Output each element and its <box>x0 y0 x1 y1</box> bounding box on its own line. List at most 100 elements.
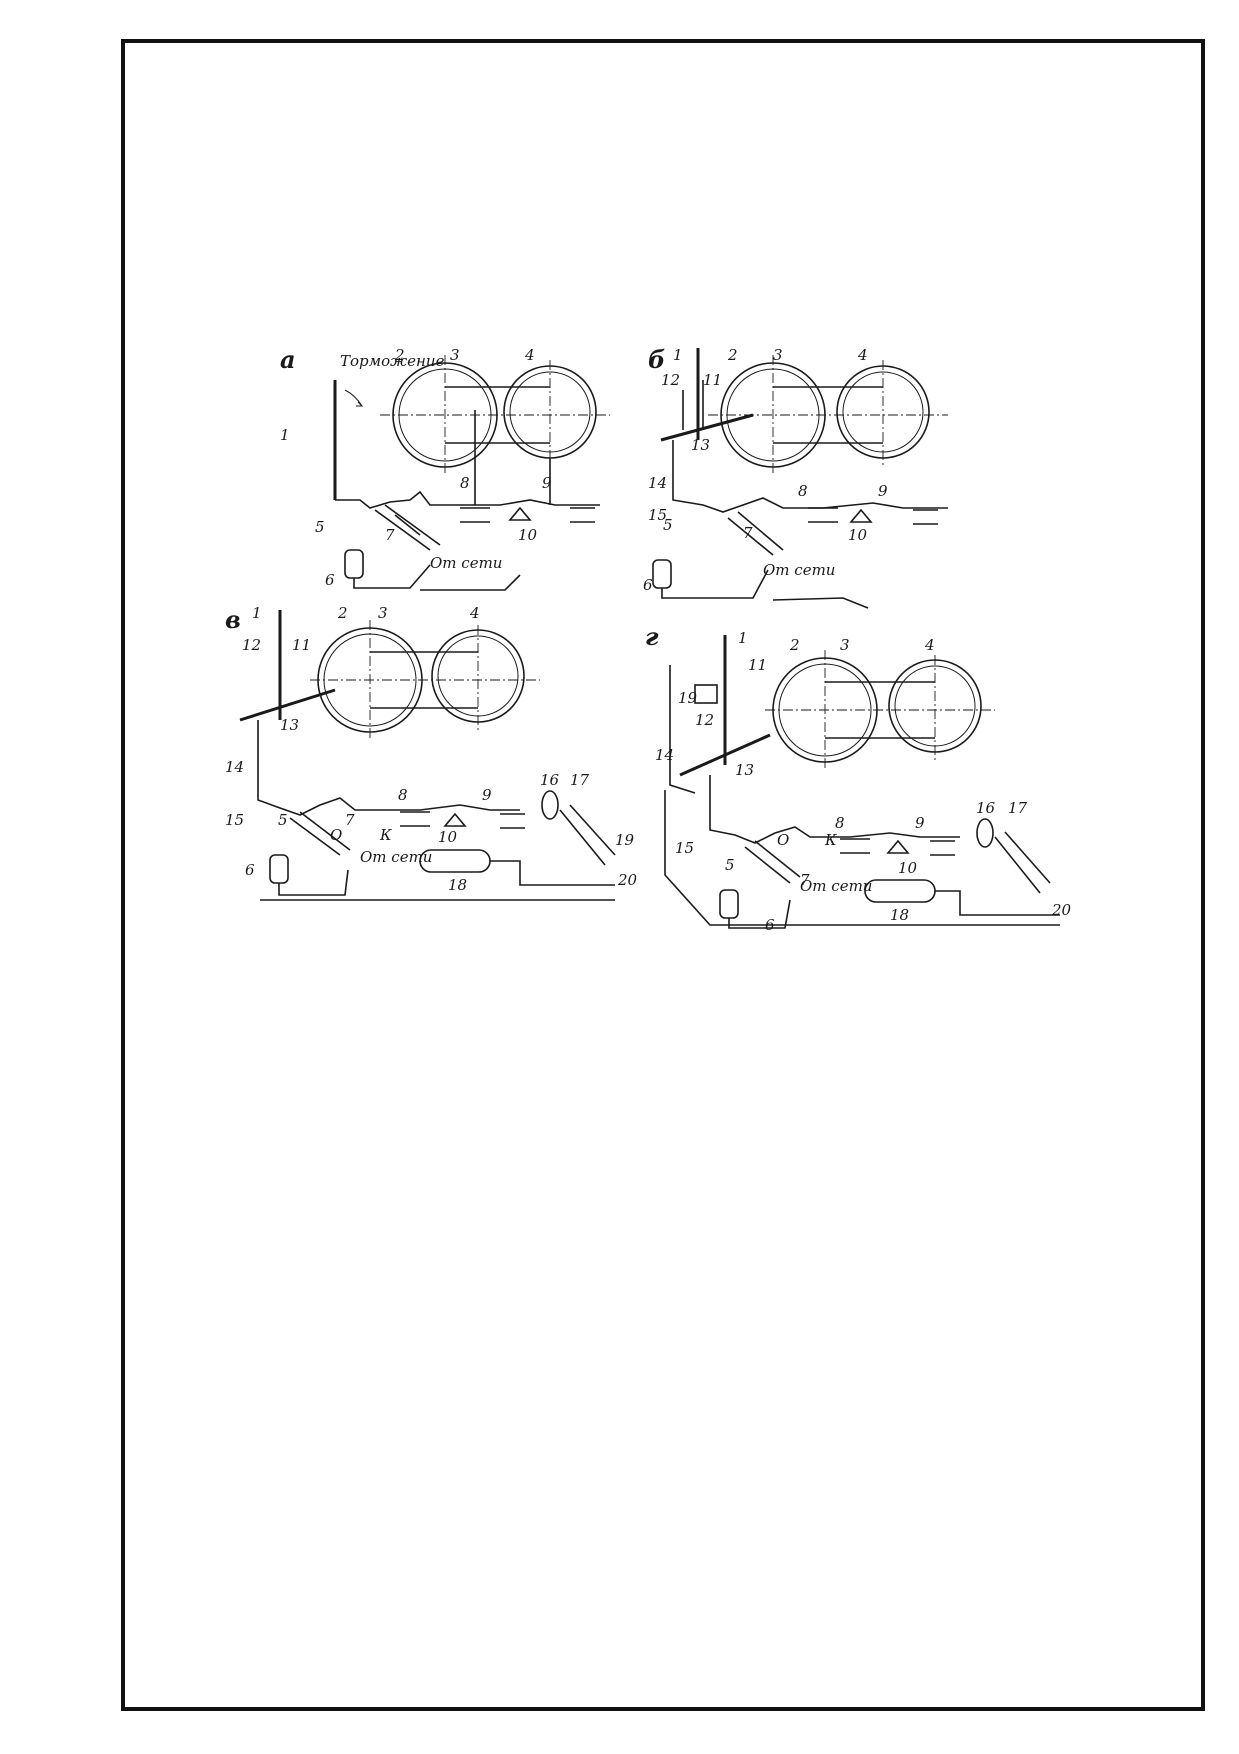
part-label: 17 <box>570 771 590 789</box>
part-label: 9 <box>878 482 888 500</box>
from-grid-label-a: От сети <box>430 554 502 572</box>
part-label: 14 <box>655 746 674 764</box>
part-label: 4 <box>524 346 535 364</box>
part-label: 15 <box>675 839 694 857</box>
diagram-stroke <box>356 401 364 407</box>
part-label: 8 <box>460 474 470 492</box>
mark-k-g: К <box>824 831 837 849</box>
diagram-stroke <box>930 840 955 856</box>
part-label: 1 <box>280 426 290 444</box>
part-label: 18 <box>448 876 467 894</box>
part-label: 10 <box>848 526 868 544</box>
cylinder-7 <box>289 811 351 856</box>
rail-19 <box>994 831 1051 894</box>
valve-6 <box>719 889 739 919</box>
from-grid-label-g: От сети <box>800 877 872 895</box>
part-label: 2 <box>727 346 738 364</box>
part-label: 20 <box>1051 901 1072 919</box>
mark-k-v: К <box>379 826 392 844</box>
part-label: 9 <box>482 786 492 804</box>
diagram-stroke <box>570 507 595 523</box>
part-label: 2 <box>394 346 405 364</box>
part-label: 3 <box>840 636 850 654</box>
part-label: 1 <box>738 629 748 647</box>
diagram-stroke <box>380 355 610 475</box>
part-label: 6 <box>245 861 255 879</box>
tank-18 <box>864 879 936 903</box>
part-label: 15 <box>648 506 667 524</box>
diagram-stroke <box>394 514 421 536</box>
diagram-stroke <box>913 509 938 525</box>
panel-letter-a: а <box>280 345 296 374</box>
pivot-9 <box>443 812 467 827</box>
spring-8 <box>460 507 490 523</box>
panel-letter-v: в <box>225 605 241 634</box>
part-label: 13 <box>691 436 710 454</box>
diagram-panel-g: г 1 2 3 4 5 6 7 8 9 10 11 12 13 14 15 16… <box>645 622 1072 934</box>
part-label: 6 <box>643 576 653 594</box>
part-label: 12 <box>242 636 261 654</box>
page-frame <box>121 39 1205 1711</box>
part-label: 1 <box>673 346 683 364</box>
caption-braking: Торможение <box>340 352 445 370</box>
part-label: 2 <box>789 636 800 654</box>
part-label: 19 <box>678 689 698 707</box>
valve-6 <box>652 559 672 589</box>
pivot-9 <box>886 839 910 854</box>
diagram-stroke <box>669 665 696 794</box>
pivot-9 <box>508 506 532 521</box>
diagram-stroke <box>353 564 431 589</box>
part-label: 4 <box>857 346 868 364</box>
plate-13 <box>239 688 336 722</box>
shaft-3 <box>773 386 883 444</box>
part-label: 11 <box>748 656 767 674</box>
shaft-3 <box>370 651 478 709</box>
part-label: 8 <box>398 786 408 804</box>
part-label: 19 <box>615 831 635 849</box>
diagram-stroke <box>278 869 349 896</box>
diagram-stroke <box>664 790 1060 926</box>
diagram-stroke <box>661 569 769 599</box>
plate-13 <box>679 733 771 777</box>
diagram-stroke <box>728 899 791 929</box>
part-label: 8 <box>798 482 808 500</box>
shaft-3 <box>825 681 935 739</box>
part-label: 3 <box>378 604 388 622</box>
pivot-9 <box>849 508 873 523</box>
plate-13 <box>660 413 754 442</box>
diagram-stroke <box>310 620 540 740</box>
part-label: 7 <box>800 871 810 889</box>
part-label: 6 <box>325 571 335 589</box>
part-label: 3 <box>773 346 783 364</box>
part-label: 11 <box>703 371 722 389</box>
rail-19 <box>559 804 616 866</box>
diagram-panel-v: в 1 2 3 4 5 6 7 8 9 10 11 12 13 14 15 16… <box>225 604 638 901</box>
part-label: 14 <box>648 474 667 492</box>
mark-o-v: О <box>330 826 342 844</box>
part-label: 10 <box>438 828 458 846</box>
diagram-stroke <box>765 650 995 770</box>
valve-6 <box>344 549 364 579</box>
spring-8 <box>840 838 870 854</box>
panel-letter-g: г <box>645 622 659 651</box>
part-label: 7 <box>385 526 395 544</box>
part-label: 1 <box>252 604 262 622</box>
diagram-stroke <box>708 355 948 475</box>
part-label: 5 <box>315 518 325 536</box>
part-label: 17 <box>1008 799 1028 817</box>
from-grid-label-b: От сети <box>763 561 835 579</box>
part-label: 5 <box>725 856 735 874</box>
part-label: 3 <box>450 346 460 364</box>
diagram-stroke <box>500 813 525 829</box>
part-label: 9 <box>542 474 552 492</box>
part-label: 2 <box>337 604 348 622</box>
part-label: 6 <box>765 916 775 934</box>
part-label: 9 <box>915 814 925 832</box>
shaft-3 <box>445 386 550 444</box>
part-label: 10 <box>518 526 538 544</box>
part-label: 16 <box>540 771 560 789</box>
part-label: 10 <box>898 859 918 877</box>
diagram-panel-b: б 1 2 3 4 5 6 7 8 9 10 11 12 13 14 15 От… <box>643 345 948 609</box>
part-label: 12 <box>661 371 680 389</box>
diagram-stroke <box>682 380 704 430</box>
